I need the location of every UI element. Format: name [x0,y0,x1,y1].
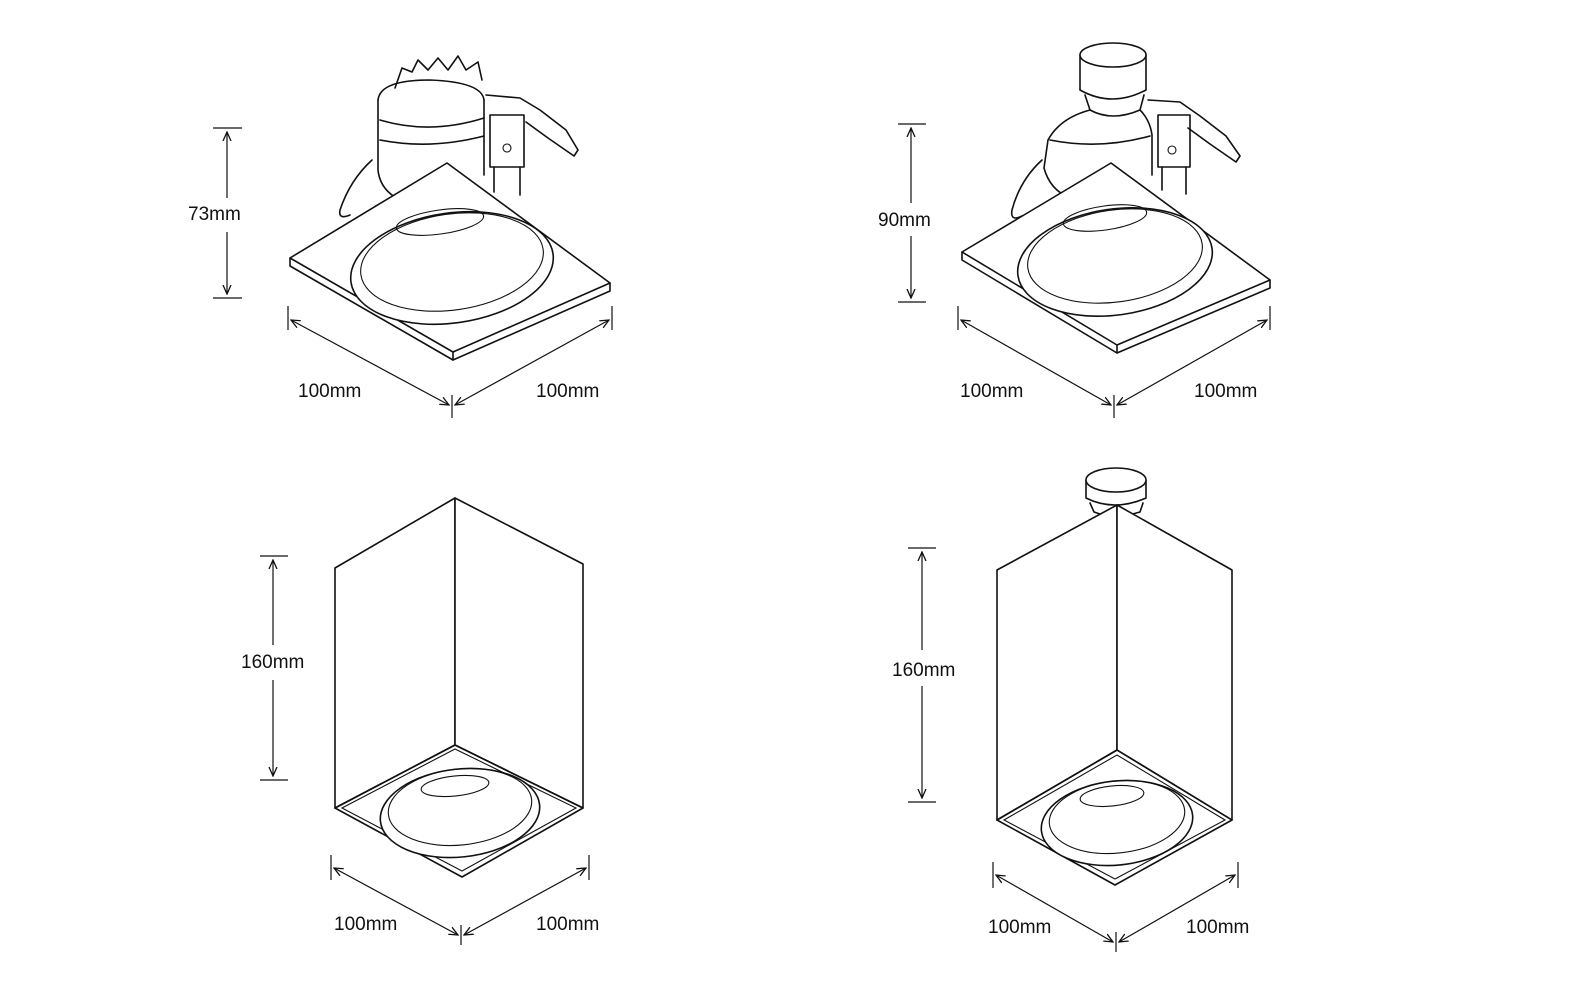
dimension-width-2 [957,306,1271,418]
dimension-height-4 [908,547,936,803]
width-label-left-1: 100mm [298,381,361,402]
dimension-height-3 [260,555,288,781]
mount-cap-4 [1085,467,1147,517]
height-label-1: 73mm [188,204,241,225]
recessed-housing-1 [338,55,579,218]
square-trim-1 [289,162,611,361]
dimension-height-2 [898,123,926,303]
width-label-left-2: 100mm [960,381,1023,402]
width-label-right-3: 100mm [536,914,599,935]
drawing-recessed-90: 90mm 100mm 100mm [878,42,1271,418]
width-label-left-4: 100mm [988,917,1051,938]
dimension-width-4 [992,862,1239,952]
drawing-surface-160: 160mm 100mm 100mm [241,497,599,945]
drawing-surface-160-mount: 160mm 100mm 100mm [892,467,1249,952]
mount-cap-2 [1079,42,1147,117]
width-label-right-1: 100mm [536,381,599,402]
square-trim-2 [961,162,1271,354]
width-label-right-2: 100mm [1194,381,1257,402]
drawing-recessed-73: 73mm 100mm 100mm [188,55,613,418]
height-label-2: 90mm [878,210,931,231]
dimension-height-1 [213,127,242,299]
surface-housing-3 [334,497,584,878]
width-label-right-4: 100mm [1186,917,1249,938]
dimension-width-1 [287,306,613,418]
height-label-3: 160mm [241,652,304,673]
dimension-width-3 [330,855,590,945]
height-label-4: 160mm [892,660,955,681]
width-label-left-3: 100mm [334,914,397,935]
surface-housing-4 [996,504,1233,886]
recessed-housing-2 [1010,99,1241,219]
